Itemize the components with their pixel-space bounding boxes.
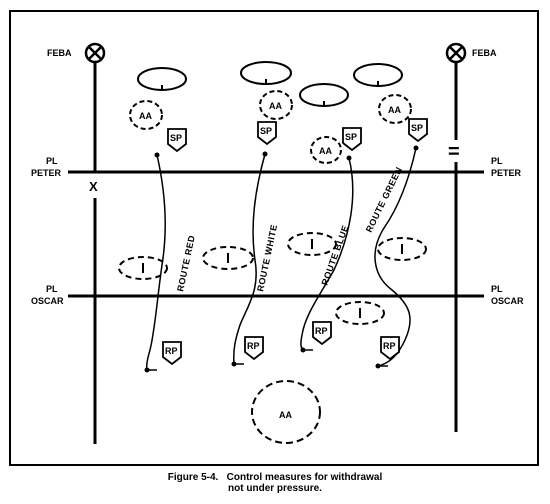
feba-label-left: FEBA bbox=[47, 48, 72, 58]
assembly-area-4: AA bbox=[378, 94, 412, 124]
pl-oscar-label-right-1: PL bbox=[491, 284, 503, 294]
start-point-white: SP bbox=[257, 121, 277, 146]
route-white-start-dot bbox=[262, 151, 268, 157]
assembly-area-2-label: AA bbox=[269, 101, 282, 111]
pl-peter-label-left-2: PETER bbox=[31, 168, 62, 178]
figure-caption: Figure 5-4. Control measures for withdra… bbox=[0, 472, 550, 494]
unit-position-4 bbox=[353, 63, 403, 87]
pl-oscar-label-left-2: OSCAR bbox=[31, 296, 64, 306]
route-red-line bbox=[145, 154, 166, 371]
boundary-x-mark: X bbox=[89, 179, 98, 194]
feba-label-right: FEBA bbox=[472, 48, 497, 58]
assembly-area-4-label: AA bbox=[388, 105, 401, 115]
unit-position-3 bbox=[299, 83, 349, 107]
dashed-unit-5 bbox=[335, 301, 385, 325]
assembly-area-rear-label: AA bbox=[279, 410, 292, 420]
route-blue-start-dot bbox=[346, 155, 352, 161]
release-point-green-label: RP bbox=[383, 341, 396, 351]
unit-position-1 bbox=[137, 67, 187, 91]
dashed-unit-3 bbox=[287, 232, 337, 256]
assembly-area-rear: AA bbox=[251, 380, 321, 444]
start-point-green: SP bbox=[408, 118, 428, 143]
start-point-white-label: SP bbox=[260, 126, 272, 136]
route-red-start-dot bbox=[154, 152, 160, 158]
route-green-end-dot bbox=[375, 363, 381, 369]
pl-oscar-label-right-2: OSCAR bbox=[491, 296, 524, 306]
route-white-line bbox=[233, 153, 266, 365]
feba-symbol-right bbox=[445, 42, 467, 64]
unit-position-2 bbox=[240, 61, 292, 85]
route-red-label: ROUTE RED bbox=[175, 234, 197, 292]
dashed-unit-2 bbox=[202, 246, 254, 270]
assembly-area-2: AA bbox=[259, 90, 293, 120]
release-point-blue: RP bbox=[312, 321, 332, 346]
route-white-label: ROUTE WHITE bbox=[255, 223, 279, 292]
route-blue-label: ROUTE BLUE bbox=[319, 224, 350, 287]
assembly-area-1: AA bbox=[129, 100, 163, 130]
release-point-white-label: RP bbox=[247, 341, 260, 351]
dashed-unit-4 bbox=[377, 237, 427, 261]
assembly-area-3-label: AA bbox=[319, 146, 332, 156]
pl-oscar-label-left-1: PL bbox=[46, 284, 58, 294]
release-point-white: RP bbox=[244, 336, 264, 361]
route-green-start-dot bbox=[413, 145, 419, 151]
start-point-red: SP bbox=[167, 128, 187, 153]
route-blue-line bbox=[300, 157, 354, 351]
start-point-blue-label: SP bbox=[345, 132, 357, 142]
assembly-area-3: AA bbox=[310, 136, 342, 164]
route-blue-end-dot bbox=[300, 347, 306, 353]
route-white-end-dot bbox=[231, 361, 237, 367]
route-red-end-dot bbox=[144, 367, 150, 373]
pl-peter-label-left-1: PL bbox=[46, 156, 58, 166]
start-point-blue: SP bbox=[342, 127, 362, 152]
route-green-label: ROUTE GREEN bbox=[364, 165, 404, 234]
release-point-blue-label: RP bbox=[315, 326, 328, 336]
pl-peter-label-right-2: PETER bbox=[491, 168, 522, 178]
diagram-frame bbox=[9, 10, 539, 466]
caption-line-2: not under pressure. bbox=[228, 483, 322, 494]
release-point-red: RP bbox=[162, 341, 182, 366]
dashed-unit-1 bbox=[118, 256, 168, 280]
assembly-area-1-label: AA bbox=[139, 111, 152, 121]
start-point-red-label: SP bbox=[170, 133, 182, 143]
release-point-red-label: RP bbox=[165, 346, 178, 356]
boundary-equal-mark: = bbox=[448, 141, 460, 163]
start-point-green-label: SP bbox=[411, 123, 423, 133]
release-point-green: RP bbox=[380, 336, 400, 361]
caption-line-1: Figure 5-4. Control measures for withdra… bbox=[167, 472, 383, 483]
pl-peter-label-right-1: PL bbox=[491, 156, 503, 166]
feba-symbol-left bbox=[84, 42, 106, 64]
